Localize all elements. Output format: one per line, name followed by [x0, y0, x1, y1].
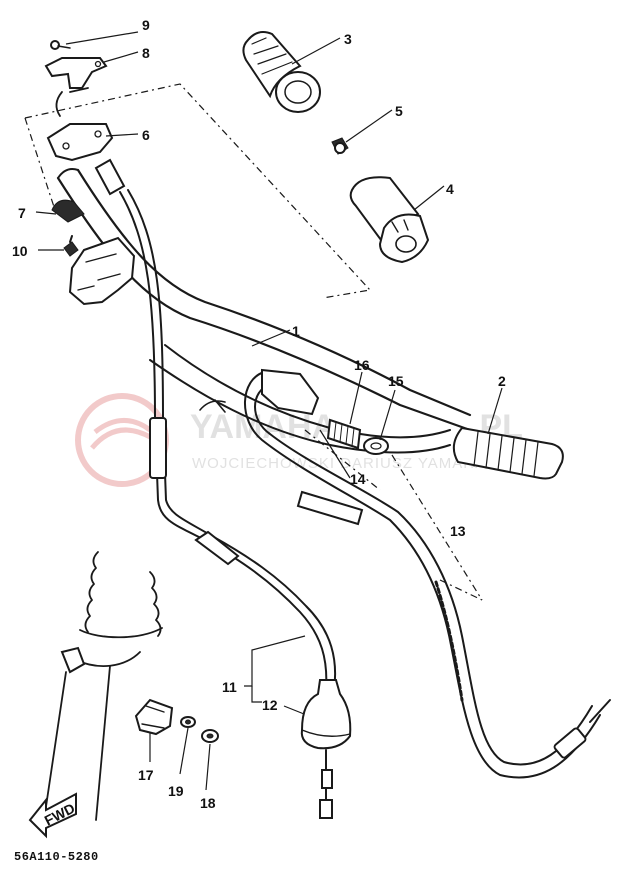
callout-numbers: 1 2 3 4 5 6 7 8 9 10 11 12 13 14 15 16 1… — [12, 17, 506, 811]
callout-18: 18 — [200, 795, 216, 811]
throttle-cable — [244, 368, 611, 779]
callout-7: 7 — [18, 205, 26, 221]
callout-14: 14 — [350, 471, 366, 487]
front-fork — [43, 551, 163, 821]
callout-4: 4 — [446, 181, 454, 197]
callout-3: 3 — [344, 31, 352, 47]
right-grip — [452, 426, 564, 480]
callout-19: 19 — [168, 783, 184, 799]
callout-8: 8 — [142, 45, 150, 61]
clutch-lever-holder — [44, 40, 136, 306]
callout-5: 5 — [395, 103, 403, 119]
clutch-cable — [119, 189, 352, 819]
callout-15: 15 — [388, 373, 404, 389]
callout-2: 2 — [498, 373, 506, 389]
callout-13: 13 — [450, 523, 466, 539]
callout-1: 1 — [292, 323, 300, 339]
throttle-housing-parts — [326, 418, 389, 455]
bolt-part-10 — [63, 235, 79, 257]
left-grip — [242, 31, 321, 113]
cable-guide-parts — [134, 698, 219, 743]
callout-11: 11 — [222, 679, 237, 695]
throttle-tube — [349, 176, 430, 264]
callout-6: 6 — [142, 127, 150, 143]
watermark-tagline: WOJCIECHOWSKI DARIUSZ YAMAHA — [192, 455, 486, 472]
callout-16: 16 — [354, 357, 370, 373]
callout-10: 10 — [12, 243, 28, 259]
screw-part-9 — [50, 40, 71, 50]
leader-lines — [35, 31, 503, 791]
diagram-code: 56A110-5280 — [14, 850, 99, 864]
callout-12: 12 — [262, 697, 278, 713]
assembly-group-lines — [24, 83, 483, 601]
callout-9: 9 — [142, 17, 150, 33]
callout-17: 17 — [138, 767, 154, 783]
washer-part-19 — [180, 716, 196, 728]
bolt-part-18 — [201, 729, 219, 743]
screw-part-5 — [331, 137, 349, 155]
fwd-arrow-icon: FWD — [28, 792, 77, 839]
